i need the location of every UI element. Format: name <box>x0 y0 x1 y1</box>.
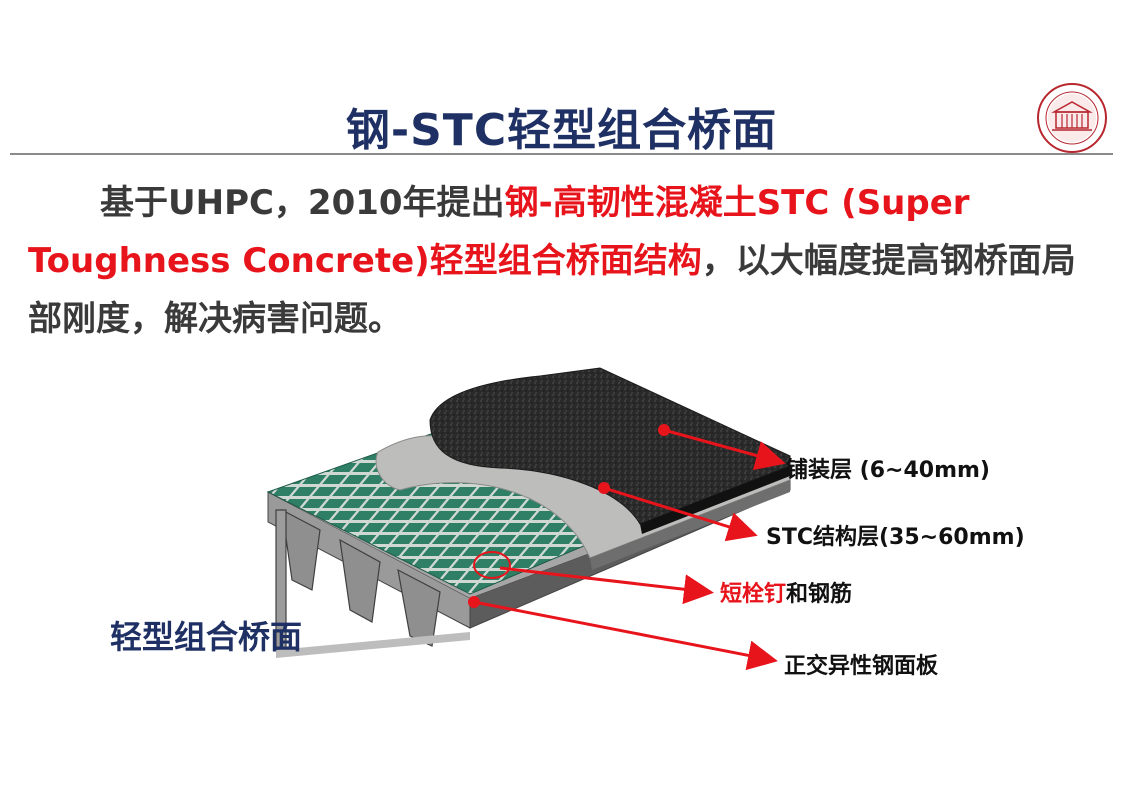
label-rebar: 和钢筋 <box>786 582 853 607</box>
diagram-caption: 轻型组合桥面 <box>110 618 303 656</box>
label-paving-layer: 铺装层 (6~40mm) <box>786 458 990 483</box>
intro-text-start: 基于UHPC，2010年提出 <box>100 183 505 223</box>
label-steel-deck: 正交异性钢面板 <box>784 654 939 679</box>
paving-layer <box>429 367 791 525</box>
callout-dots <box>468 424 670 608</box>
callout-arrows <box>473 428 786 671</box>
intro-text-highlight: 钢-高韧性混凝土STC (Super Toughness Concrete)轻型… <box>28 183 970 281</box>
page-title: 钢-STC轻型组合桥面 <box>345 105 778 156</box>
intro-paragraph: 基于UHPC，2010年提出钢-高韧性混凝土STC (Super Toughne… <box>28 174 1108 348</box>
label-studs: 短栓钉 <box>720 582 787 607</box>
intro-text-end: ，以大幅度提高钢桥面局部刚度，解决病害问题。 <box>28 241 1076 339</box>
title-divider <box>10 153 1113 155</box>
stud-highlight-ring <box>473 551 511 579</box>
composite-deck-diagram <box>266 367 791 671</box>
label-stc-layer: STC结构层(35~60mm) <box>766 525 1025 550</box>
u-rib-stiffeners <box>275 508 470 658</box>
label-studs-rebar: 短栓钉和钢筋 <box>720 576 852 608</box>
university-seal-icon <box>1037 83 1107 153</box>
